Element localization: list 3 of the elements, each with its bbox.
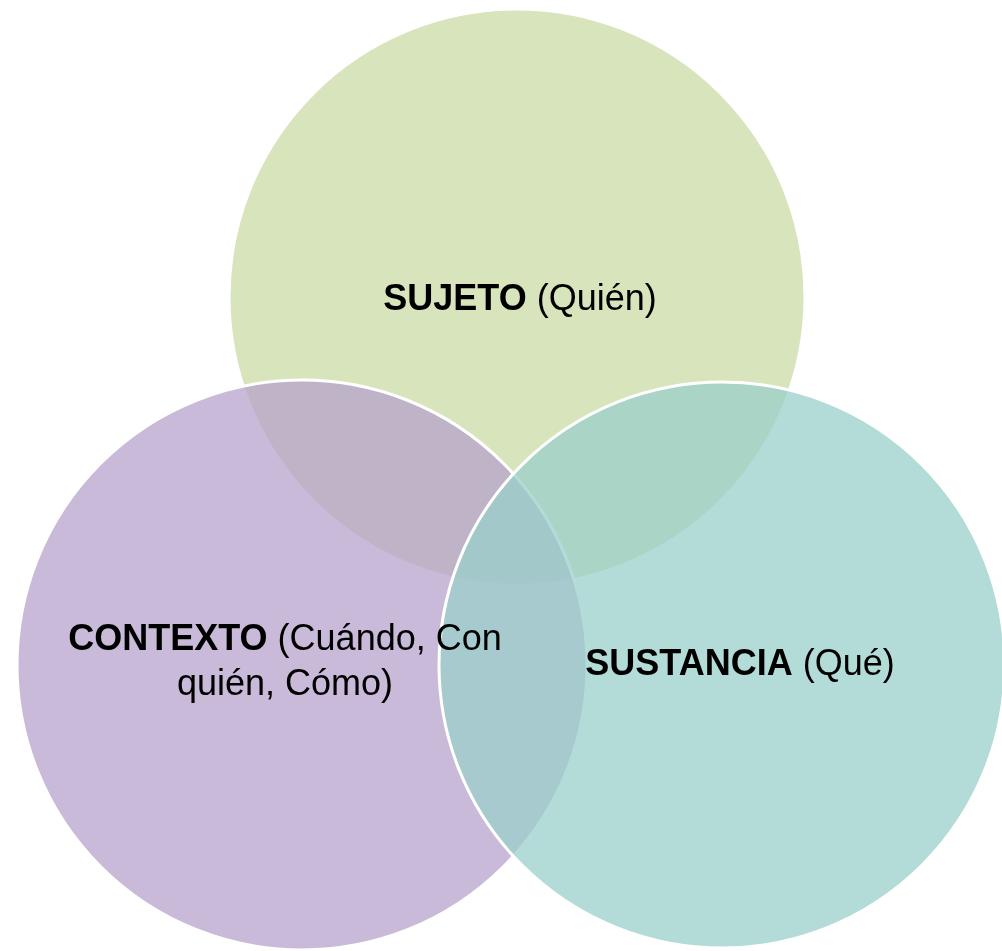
circle-label: CONTEXTO (Cuándo, Con quién, Cómo) <box>67 616 503 705</box>
circle-label: SUSTANCIA (Qué) <box>584 641 896 685</box>
circle-label: SUJETO (Quién) <box>382 276 658 320</box>
